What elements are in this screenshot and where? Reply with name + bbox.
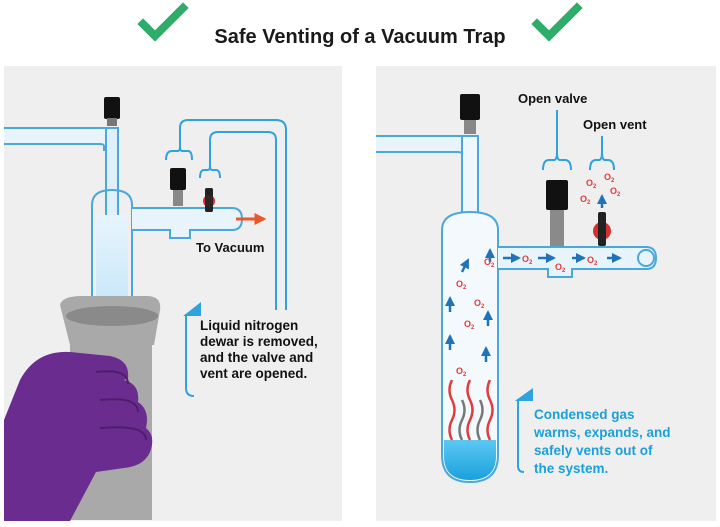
- checkmark-icon: [137, 2, 189, 42]
- open-vent-label: Open vent: [583, 117, 647, 132]
- gas-flow-arrows: [445, 194, 622, 362]
- svg-text:safely vents out of: safely vents out of: [534, 443, 653, 458]
- svg-text:O2: O2: [610, 186, 621, 198]
- svg-text:O2: O2: [586, 178, 597, 190]
- warming-waves: [448, 379, 494, 441]
- svg-text:and the valve and: and the valve and: [200, 350, 313, 365]
- svg-text:O2: O2: [456, 366, 467, 378]
- right-callout: Condensed gas warms, expands, and safely…: [533, 407, 671, 476]
- svg-text:Condensed gas: Condensed gas: [534, 407, 635, 422]
- glove-icon: [4, 351, 153, 521]
- svg-text:warms, expands, and: warms, expands, and: [533, 425, 671, 440]
- checkmark-icon: [531, 2, 583, 42]
- left-braces: [165, 119, 287, 397]
- valve-icon: [546, 180, 568, 210]
- svg-text:the system.: the system.: [534, 461, 608, 476]
- svg-text:O2: O2: [484, 257, 495, 269]
- page-title: Safe Venting of a Vacuum Trap: [214, 26, 505, 48]
- svg-text:O2: O2: [580, 194, 591, 206]
- valve-icon: [170, 168, 186, 190]
- svg-text:vent are opened.: vent are opened.: [200, 366, 307, 381]
- right-braces: [514, 110, 615, 473]
- oxygen-labels: O2 O2 O2 O2 O2 O2 O2 O2 O2 O2 O2 O2: [456, 172, 621, 378]
- svg-text:O2: O2: [474, 298, 485, 310]
- svg-text:Liquid nitrogen: Liquid nitrogen: [200, 318, 298, 333]
- open-valve-label: Open valve: [518, 91, 587, 106]
- svg-text:O2: O2: [555, 262, 566, 274]
- svg-text:O2: O2: [587, 255, 598, 267]
- svg-text:O2: O2: [464, 319, 475, 331]
- svg-text:O2: O2: [604, 172, 615, 184]
- svg-text:O2: O2: [522, 254, 533, 266]
- svg-text:O2: O2: [456, 279, 467, 291]
- left-callout: Liquid nitrogen dewar is removed, and th…: [200, 318, 318, 381]
- title-bar: Safe Venting of a Vacuum Trap: [137, 2, 583, 48]
- svg-text:dewar is removed,: dewar is removed,: [200, 334, 318, 349]
- to-vacuum-label: To Vacuum: [196, 240, 264, 255]
